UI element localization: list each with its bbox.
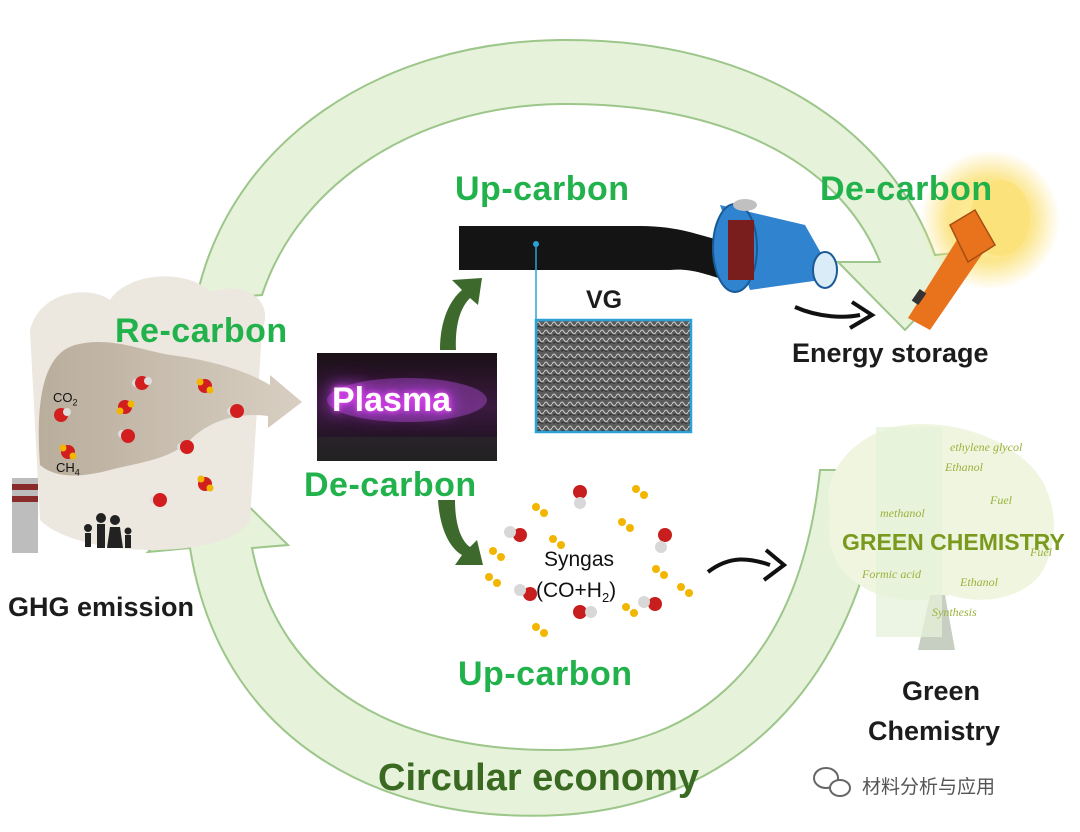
plasma-reactor [317, 353, 497, 461]
label-syngas: Syngas [544, 548, 615, 571]
label-de-carbon-top: De-carbon [820, 170, 993, 208]
tree-word: Ethanol [960, 575, 998, 589]
tree-icon [828, 424, 1054, 650]
battery-icon [712, 199, 838, 293]
label-green-chemistry-line1: Green [902, 676, 981, 706]
tree-title: GREEN CHEMISTRY [842, 529, 1065, 555]
arrow-to-green-chemistry [706, 557, 771, 574]
syngas-molecules [485, 485, 693, 637]
label-plasma: Plasma [332, 381, 452, 419]
arrow-to-energy-storage [794, 305, 861, 319]
tree-word: Ethanol [945, 460, 983, 474]
tree-word: ethylene glycol [950, 440, 1023, 454]
label-re-carbon: Re-carbon [115, 312, 288, 350]
label-syngas-formula: (CO+H2) [536, 579, 617, 606]
label-de-carbon-mid: De-carbon [304, 466, 477, 504]
label-up-carbon-bottom: Up-carbon [458, 655, 633, 693]
molecule-icon [54, 376, 244, 507]
label-circular-economy: Circular economy [378, 757, 699, 799]
label-co2: CO2 [53, 390, 78, 408]
tree-word: Fuel [990, 493, 1012, 507]
arrow-plasma-to-vg [440, 278, 482, 350]
arrow-plasma-to-syngas [438, 500, 483, 565]
family-icon [84, 513, 132, 548]
label-green-chemistry-line2: Chemistry [868, 716, 1001, 746]
tree-word: Formic acid [862, 567, 921, 581]
label-ch4: CH4 [56, 460, 80, 478]
vg-film [459, 226, 725, 320]
tree-word: Synthesis [932, 605, 977, 619]
cycle-arrow-bottom [145, 469, 887, 817]
label-vg: VG [586, 286, 623, 314]
vg-sem-image [534, 318, 693, 434]
factory-icon [12, 478, 38, 553]
wechat-icon [813, 767, 851, 797]
label-up-carbon-top: Up-carbon [455, 170, 630, 208]
tree-word: Fuel [1030, 545, 1052, 559]
label-energy-storage: Energy storage [792, 338, 989, 368]
label-ghg-emission: GHG emission [8, 592, 195, 622]
flashlight-icon [908, 150, 1060, 330]
ghg-emission-illustration [12, 276, 303, 553]
watermark-text: 材料分析与应用 [862, 777, 996, 798]
tree-word: methanol [880, 506, 925, 520]
